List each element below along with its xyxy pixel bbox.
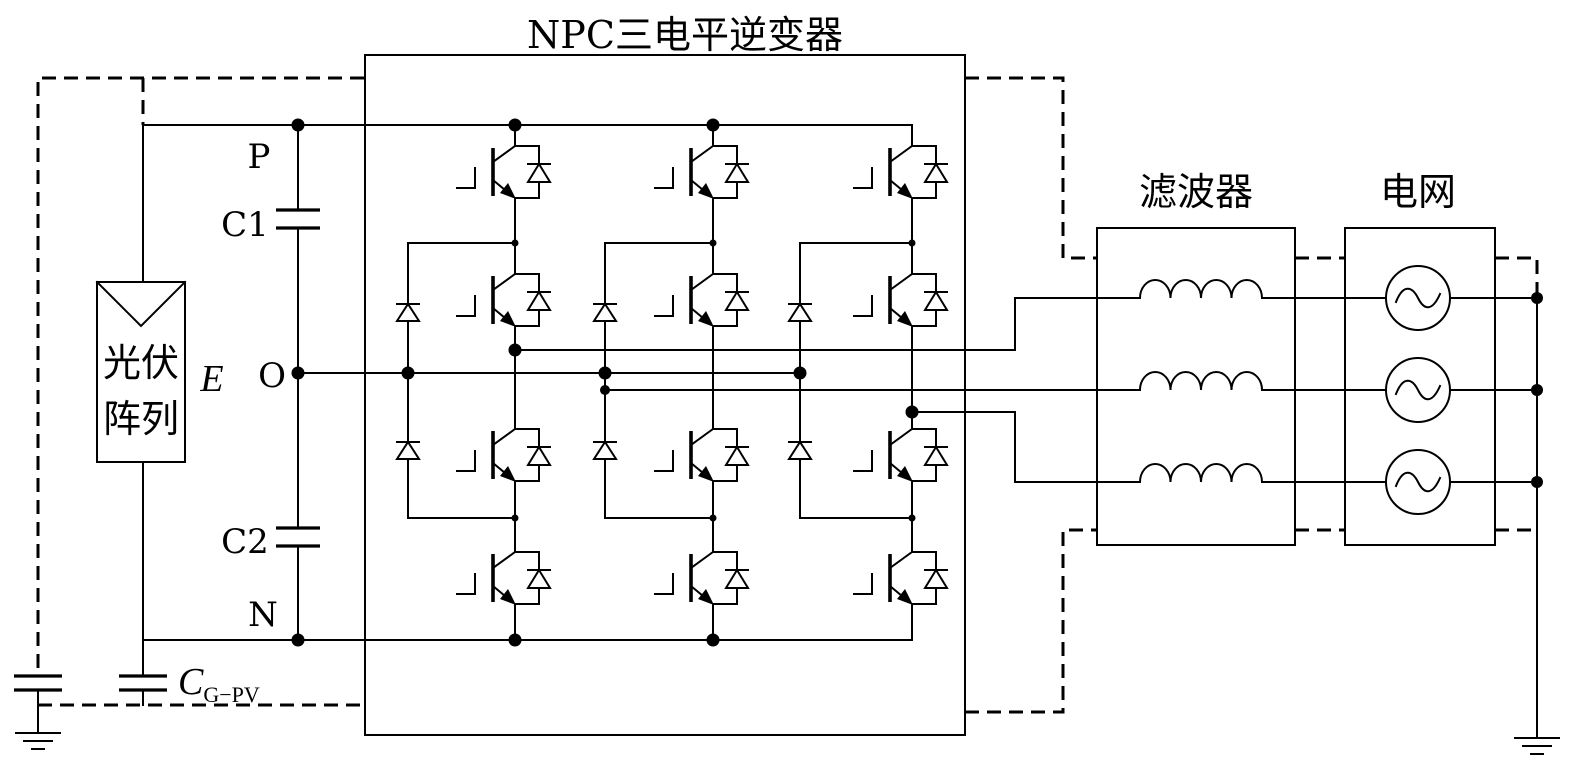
- clamp-diode-leg-b-lower: [594, 442, 616, 459]
- grid-label: 电网: [1380, 170, 1456, 214]
- igbt-leg-c-t1: [854, 146, 947, 199]
- phase-a-output: [515, 298, 1140, 350]
- junction-dot: [906, 406, 919, 419]
- igbt-leg-c-t4: [854, 552, 947, 605]
- junction-dot: [707, 119, 720, 132]
- capacitor-c1-label: C1: [221, 205, 269, 245]
- junction-dot-small: [512, 240, 519, 247]
- junction-dot-small: [710, 515, 717, 522]
- pv-array-symbol: [97, 282, 185, 326]
- junction-dot: [1531, 292, 1543, 304]
- ac-wave-icon-c: [1396, 473, 1440, 492]
- parasitic-capacitor-symbol: C: [178, 661, 204, 703]
- filter-inductor-c: [1140, 464, 1262, 482]
- junction-dot: [599, 367, 612, 380]
- clamp-branch-leg-c: [800, 243, 912, 518]
- dashed-ground-path-right-bottom: [965, 530, 1097, 712]
- ac-wave-icon-b: [1396, 381, 1440, 400]
- capacitor-c2-label: C2: [221, 522, 269, 562]
- clamp-branch-leg-a: [408, 243, 515, 518]
- junction-dot: [292, 119, 305, 132]
- grid-box: [1345, 228, 1495, 545]
- ground-symbol-left: [16, 733, 60, 749]
- igbt-leg-b-t2: [655, 274, 748, 327]
- dashed-ground-path-grid-top: [1495, 258, 1537, 298]
- junction-dot-small: [909, 515, 916, 522]
- filter-box: [1097, 228, 1295, 545]
- clamp-diode-leg-c-upper: [789, 304, 811, 321]
- grid-to-neutral-wires: [1450, 298, 1537, 482]
- clamp-diode-leg-b-upper: [594, 304, 616, 321]
- clamp-branch-leg-b: [605, 243, 713, 518]
- junction-dot: [292, 367, 305, 380]
- ac-wave-icon-a: [1396, 289, 1440, 308]
- junction-dot: [1531, 384, 1543, 396]
- node-p-label: P: [248, 137, 271, 177]
- parasitic-capacitor-subscript: G−PV: [203, 682, 260, 707]
- pv-array-label-line2: 阵列: [103, 397, 179, 441]
- igbt-leg-c-t2: [854, 274, 947, 327]
- junction-dot: [292, 634, 305, 647]
- filter-inductor-b: [1140, 372, 1262, 390]
- igbt-leg-a-t1: [457, 146, 550, 199]
- inverter-title: NPC三电平逆变器: [527, 13, 843, 57]
- clamp-diode-leg-c-lower: [789, 442, 811, 459]
- clamp-diode-leg-a-upper: [397, 304, 419, 321]
- igbt-leg-a-t3: [457, 429, 550, 482]
- junction-dot-small: [909, 240, 916, 247]
- junction-dot: [509, 634, 522, 647]
- junction-dot-small: [710, 240, 717, 247]
- filter-inductor-a: [1140, 280, 1262, 298]
- igbt-leg-b-t4: [655, 552, 748, 605]
- clamp-diode-leg-a-lower: [397, 442, 419, 459]
- junction-dot: [794, 367, 807, 380]
- junction-dot-small: [512, 515, 519, 522]
- junction-dot: [707, 634, 720, 647]
- parasitic-capacitor-label: CG−PV: [178, 661, 260, 707]
- igbt-leg-a-t2: [457, 274, 550, 327]
- junction-dot: [1531, 476, 1543, 488]
- igbt-leg-b-t1: [655, 146, 748, 199]
- dashed-ground-path-right-top: [965, 78, 1097, 258]
- junction-dot: [402, 367, 415, 380]
- node-n-label: N: [248, 595, 278, 635]
- junction-dot: [509, 119, 522, 132]
- igbt-leg-a-t4: [457, 552, 550, 605]
- junction-dot: [509, 344, 522, 357]
- pv-array-label-line1: 光伏: [103, 341, 179, 385]
- igbt-leg-b-t3: [655, 429, 748, 482]
- inverter-box: [365, 55, 965, 735]
- voltage-e-label: E: [199, 358, 223, 400]
- filter-to-grid-wires: [1262, 298, 1386, 482]
- igbt-leg-c-t3: [854, 429, 947, 482]
- filter-label: 滤波器: [1139, 170, 1253, 214]
- junction-dot: [600, 385, 610, 395]
- ground-symbol-right: [1515, 738, 1559, 754]
- node-o-label: O: [258, 356, 286, 396]
